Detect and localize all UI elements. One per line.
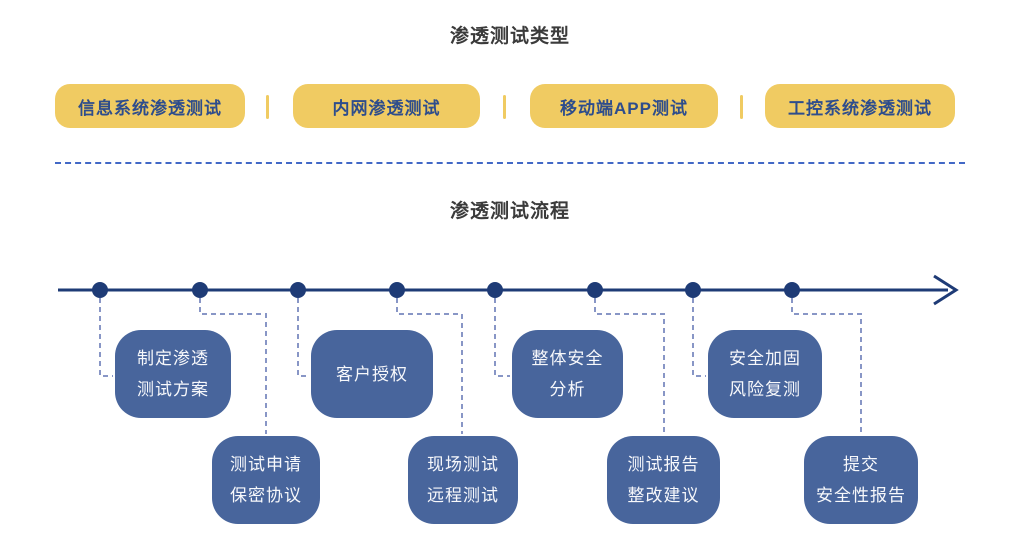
step-label-line: 测试方案 (137, 380, 209, 399)
timeline-dot-7 (685, 282, 701, 298)
connector-step-2 (199, 298, 267, 434)
flow-section-title: 渗透测试流程 (449, 201, 570, 222)
step-label-line: 远程测试 (427, 486, 499, 505)
type-pill-label: 信息系统渗透测试 (78, 98, 222, 118)
timeline-dot-4 (389, 282, 405, 298)
step-label-line: 整改建议 (627, 486, 700, 505)
step-box-hardening-retest: 安全加固 风险复测 (708, 330, 822, 418)
type-separator (266, 95, 269, 119)
timeline-graphic (58, 274, 959, 434)
connector-lines (99, 298, 862, 434)
type-pill-label: 移动端APP测试 (560, 98, 688, 118)
step-label-line: 保密协议 (230, 486, 302, 505)
type-pill-info-system: 信息系统渗透测试 (55, 84, 245, 128)
step-label-line: 现场测试 (427, 455, 499, 474)
timeline-dot-6 (587, 282, 603, 298)
connector-step-4 (396, 298, 463, 434)
timeline-dot-1 (92, 282, 108, 298)
timeline-dot-3 (290, 282, 306, 298)
type-separator (503, 95, 506, 119)
step-box-application-nda: 测试申请 保密协议 (212, 436, 320, 524)
section-divider (55, 162, 965, 164)
timeline-arrowhead-icon (933, 274, 959, 306)
step-label-line: 测试报告 (627, 455, 700, 474)
step-label-line: 提交 (843, 455, 879, 474)
connector-step-3 (297, 298, 309, 377)
timeline-dot-5 (487, 282, 503, 298)
connector-step-7 (692, 298, 706, 377)
step-box-authorization: 客户授权 (311, 330, 433, 418)
step-label-line: 客户授权 (336, 364, 408, 384)
step-label-line: 分析 (549, 380, 586, 399)
step-label-line: 整体安全 (531, 349, 604, 368)
step-box-submit-report: 提交 安全性报告 (804, 436, 918, 524)
timeline-dot-8 (784, 282, 800, 298)
flow-timeline-area: 制定渗透 测试方案 测试申请 保密协议 客户授权 现场测试 远程测试 整体安全 … (0, 230, 1020, 552)
step-label-line: 制定渗透 (137, 349, 209, 368)
step-box-plan: 制定渗透 测试方案 (115, 330, 231, 418)
type-pill-mobile-app: 移动端APP测试 (530, 84, 718, 128)
step-box-report-advice: 测试报告 整改建议 (607, 436, 720, 524)
step-label-line: 测试申请 (230, 455, 302, 474)
type-pill-intranet: 内网渗透测试 (293, 84, 480, 128)
timeline-dots (92, 282, 800, 298)
step-box-security-analysis: 整体安全 分析 (512, 330, 623, 418)
step-label-line: 安全性报告 (816, 486, 906, 505)
type-pill-label: 内网渗透测试 (332, 98, 441, 118)
step-box-onsite-remote-test: 现场测试 远程测试 (408, 436, 518, 524)
type-pill-ics: 工控系统渗透测试 (765, 84, 955, 128)
type-separator (740, 95, 743, 119)
timeline-dot-2 (192, 282, 208, 298)
connector-step-5 (494, 298, 510, 377)
step-label-line: 安全加固 (729, 349, 801, 368)
types-section-title: 渗透测试类型 (449, 26, 570, 47)
type-pill-label: 工控系统渗透测试 (788, 98, 932, 118)
step-label-line: 风险复测 (729, 380, 801, 399)
connector-step-6 (594, 298, 665, 434)
connector-step-1 (99, 298, 113, 377)
connector-step-8 (791, 298, 862, 434)
